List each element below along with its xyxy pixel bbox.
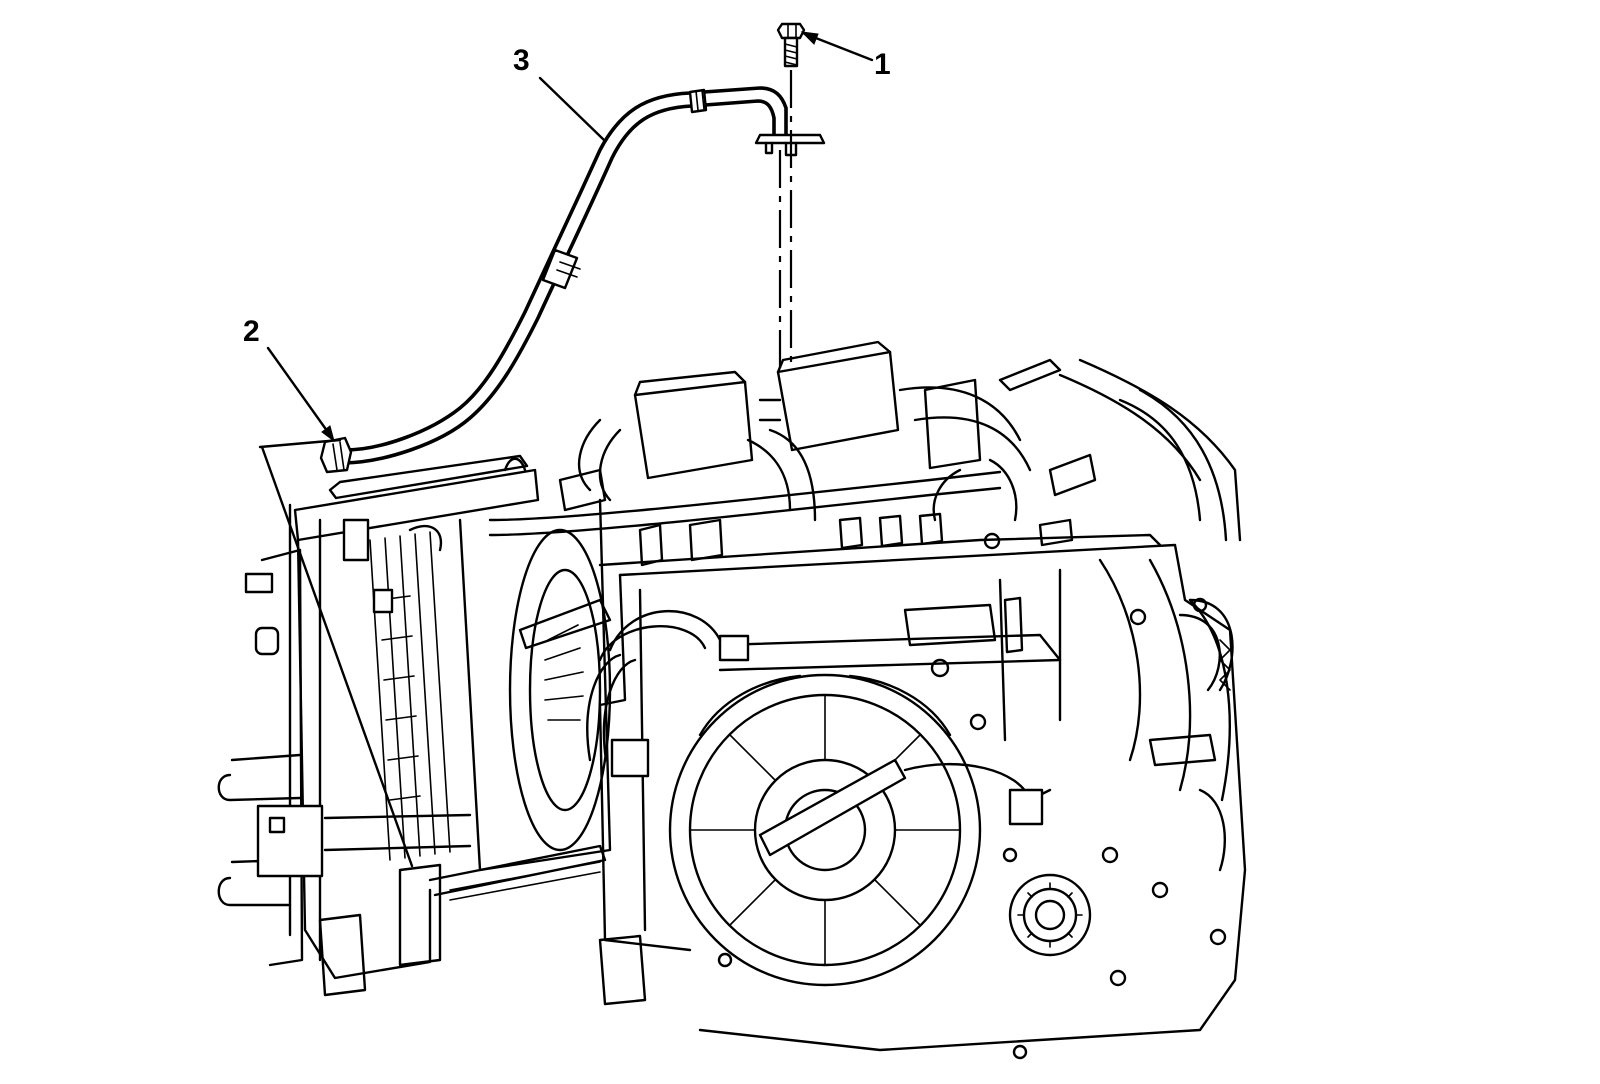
radiator-assembly: [217, 438, 612, 997]
callout-labels: 1 2 3: [243, 44, 891, 348]
actuator-arm: [758, 758, 907, 857]
callout-1: 1: [874, 48, 891, 81]
hose-fitting: [319, 436, 353, 474]
engine-top: [488, 340, 1242, 567]
ignition-module-left: [633, 380, 754, 480]
leader-lines: [266, 31, 874, 443]
hose-sleeve: [541, 248, 579, 290]
engine-block: [586, 532, 1247, 1060]
ignition-module-right: [776, 350, 900, 452]
callout-3: 3: [513, 44, 530, 77]
callout-2: 2: [243, 315, 260, 348]
bolt: [776, 22, 806, 68]
bell-housing: [668, 673, 982, 987]
hose-assembly: [319, 86, 826, 474]
output-shaft: [1008, 873, 1092, 957]
